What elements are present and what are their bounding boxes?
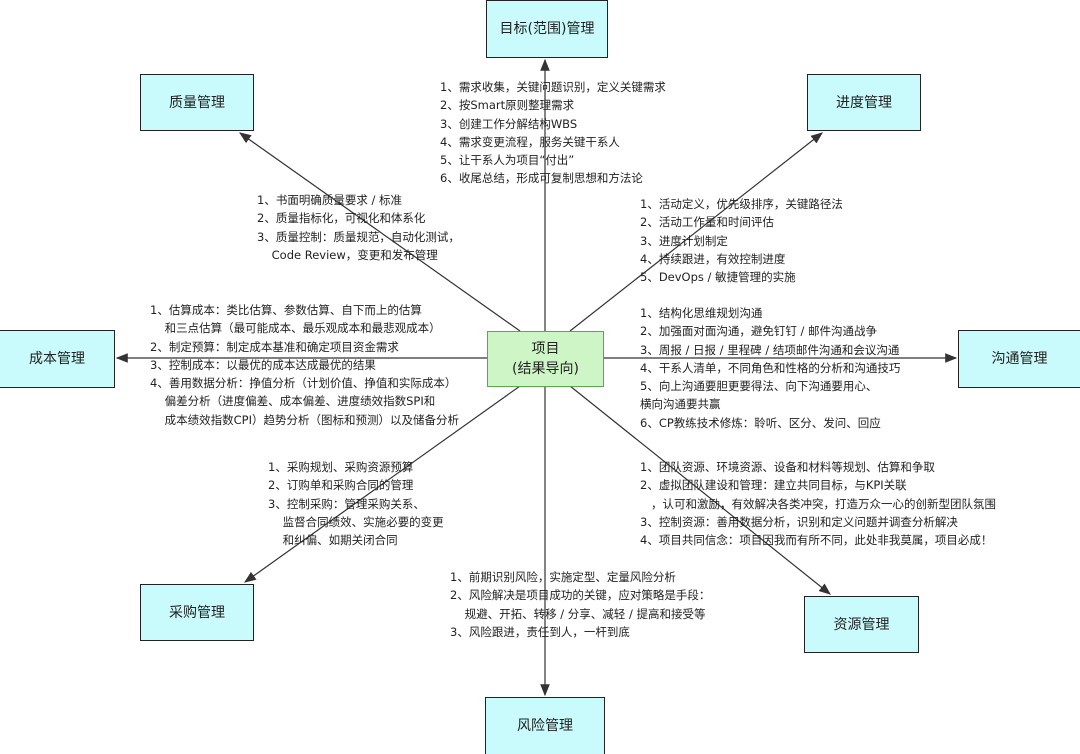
note-line: 2、订购单和采购合同的管理 [268,478,414,493]
note-line: 和纠偏、如期关闭合同 [268,533,398,548]
note-line: 成本绩效指数CPI）趋势分析（图标和预测）以及储备分析 [150,412,459,427]
note-line: 5、让干系人为项目“付出” [440,153,575,168]
node-communication: 沟通管理 [958,330,1080,388]
center-title: 项目 [531,341,560,357]
arrow-to-procurement [244,385,521,583]
note-line: 1、活动定义，优先级排序，关键路径法 [640,197,843,211]
note-line: 3、控制采购：管理采购关系、 [268,496,425,511]
note-line: 1、团队资源、环境资源、设备和材料等规划、估算和争取 [640,460,935,474]
notes-resource: 1、团队资源、环境资源、设备和材料等规划、估算和争取 2、虚拟团队建设和管理：建立… [640,458,996,549]
note-line: 3、风险跟进，责任到人，一杆到底 [450,624,630,639]
node-scope: 目标(范围)管理 [486,0,608,58]
notes-scope: 1、需求收集，关键问题识别，定义关键需求 2、按Smart原则整理需求 3、创建工作… [440,78,666,188]
note-line: 4、需求变更流程，服务关键干系人 [440,134,620,149]
note-line: 4、干系人清单，不同角色和性格的分析和沟通技巧 [640,360,901,375]
note-line: 3、创建工作分解结构WBS [440,116,578,131]
note-line: Code Review，变更和发布管理 [257,247,438,262]
center-node-project: 项目 (结果导向) [487,331,604,387]
note-line: 1、采购规划、采购资源预算 [268,460,414,474]
node-quality: 质量管理 [140,74,254,131]
node-risk: 风险管理 [485,697,605,754]
center-subtitle: (结果导向) [512,361,579,377]
note-line: 6、CP教练技术修炼：聆听、区分、发问、回应 [640,415,881,430]
note-line: 横向沟通要共赢 [640,397,721,412]
arrow-to-resource [569,385,831,595]
note-line: 1、书面明确质量要求 / 标准 [257,193,403,207]
note-line: 5、向上沟通要胆更要得法、向下沟通要用心、 [640,379,878,394]
node-cost: 成本管理 [0,330,115,388]
note-line: 4、善用数据分析：挣值分析（计划价值、挣值和实际成本） [150,376,457,391]
note-line: 2、制定预算：制定成本基准和确定项目资金需求 [150,339,399,354]
note-line: 6、收尾总结，形成可复制思想和方法论 [440,171,643,186]
note-line: 监督合同绩效、实施必要的变更 [268,514,444,529]
note-line: ，认可和激励，有效解决各类冲突，打造万众一心的创新型团队氛围 [640,496,996,511]
note-line: 3、控制成本：以最优的成本达成最优的结果 [150,357,376,372]
note-line: 2、加强面对面沟通，避免钉钉 / 邮件沟通战争 [640,324,877,339]
notes-risk: 1、前期识别风险，实施定型、定量风险分析 2、风险解决是项目成功的关键，应对策略是… [450,568,710,641]
node-resource: 资源管理 [804,596,919,653]
notes-procurement: 1、采购规划、采购资源预算 2、订购单和采购合同的管理 3、控制采购：管理采购关系、… [268,458,444,549]
arrow-to-schedule [569,132,823,332]
note-line: 2、质量指标化，可视化和体系化 [257,211,426,226]
notes-cost: 1、估算成本：类比估算、参数估算、自下而上的估算 和三点估算（最可能成本、最乐观… [150,301,459,429]
arrow-to-quality [239,132,521,332]
note-line: 和三点估算（最可能成本、最乐观成本和最悲观成本） [150,321,441,336]
note-line: 3、质量控制：质量规范，自动化测试， [257,229,460,244]
note-line: 1、前期识别风险，实施定型、定量风险分析 [450,570,676,584]
note-line: 4、持续跟进，有效控制进度 [640,251,786,266]
note-line: 4、项目共同信念：项目因我而有所不同，此处非我莫属，项目必成！ [640,533,993,548]
notes-quality: 1、书面明确质量要求 / 标准 2、质量指标化，可视化和体系化 3、质量控制：质量规… [257,191,460,264]
note-line: 规避、开拓、转移 / 分享、减轻 / 提高和接受等 [450,606,706,621]
note-line: 2、虚拟团队建设和管理：建立共同目标，与KPI关联 [640,478,907,493]
note-line: 3、进度计划制定 [640,233,728,248]
node-procurement: 采购管理 [140,584,254,641]
note-line: 3、周报 / 日报 / 里程碑 / 结项邮件沟通和会议沟通 [640,342,900,357]
note-line: 3、控制资源：善用数据分析，识别和定义问题并调查分析解决 [640,514,958,529]
note-line: 2、按Smart原则整理需求 [440,98,575,113]
note-line: 1、需求收集，关键问题识别，定义关键需求 [440,80,666,94]
notes-schedule: 1、活动定义，优先级排序，关键路径法 2、活动工作量和时间评估 3、进度计划制定 4、… [640,195,843,286]
note-line: 5、DevOps / 敏捷管理的实施 [640,270,796,285]
note-line: 2、风险解决是项目成功的关键，应对策略是手段： [450,588,711,603]
note-line: 1、估算成本：类比估算、参数估算、自下而上的估算 [150,303,422,317]
note-line: 偏差分析（进度偏差、成本偏差、进度绩效指数SPI和 [150,394,436,409]
node-schedule: 进度管理 [807,74,921,131]
note-line: 2、活动工作量和时间评估 [640,215,774,230]
note-line: 1、结构化思维规划沟通 [640,306,763,320]
notes-communication: 1、结构化思维规划沟通 2、加强面对面沟通，避免钉钉 / 邮件沟通战争 3、周报 /… [640,304,900,432]
